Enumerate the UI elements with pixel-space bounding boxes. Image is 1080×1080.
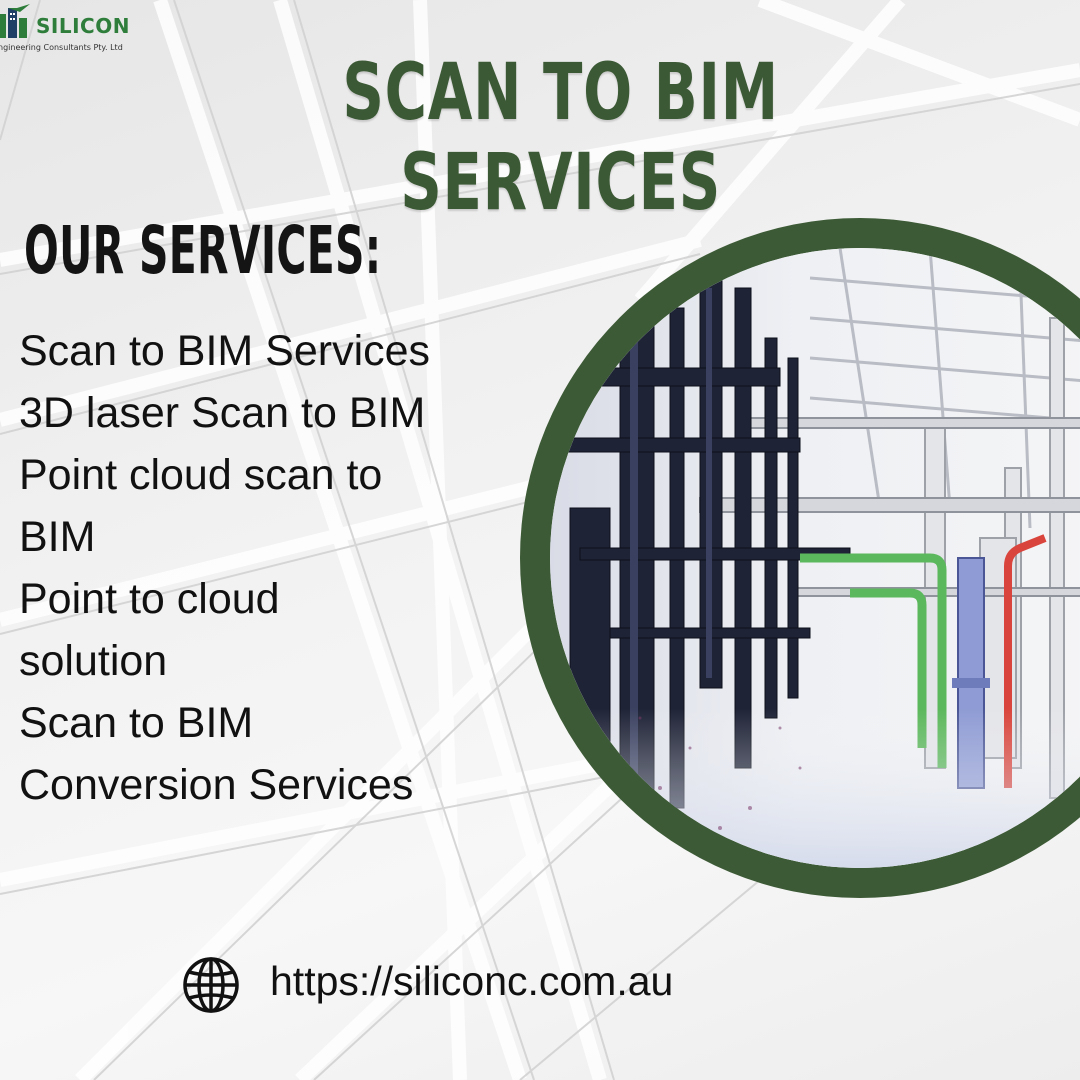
list-item: Scan to BIM Services [19, 327, 431, 375]
brand-name: SILICON [36, 14, 130, 38]
list-item: Point cloud scan to [19, 451, 383, 499]
globe-icon [183, 957, 239, 1013]
list-item: BIM [19, 513, 96, 561]
bim-model-image [550, 248, 1080, 868]
services-list: Scan to BIM Services 3D laser Scan to BI… [19, 320, 519, 816]
building-logo-icon [0, 4, 30, 38]
page-title: SCAN TO BIM SERVICES [342, 48, 779, 228]
website-link[interactable]: https://siliconc.com.au [270, 958, 674, 1004]
list-item: Scan to BIM [19, 699, 254, 747]
list-item: 3D laser Scan to BIM [19, 389, 426, 437]
brand-tagline: ngineering Consultants Pty. Ltd [0, 43, 123, 52]
list-item: solution [19, 637, 168, 685]
services-heading: OUR SERVICES: [24, 212, 382, 289]
company-logo[interactable]: SILICON ngineering Consultants Pty. Ltd [0, 2, 170, 62]
list-item: Point to cloud [19, 575, 280, 623]
list-item: Conversion Services [19, 761, 414, 809]
bim-pipework-illustration [550, 248, 1080, 868]
